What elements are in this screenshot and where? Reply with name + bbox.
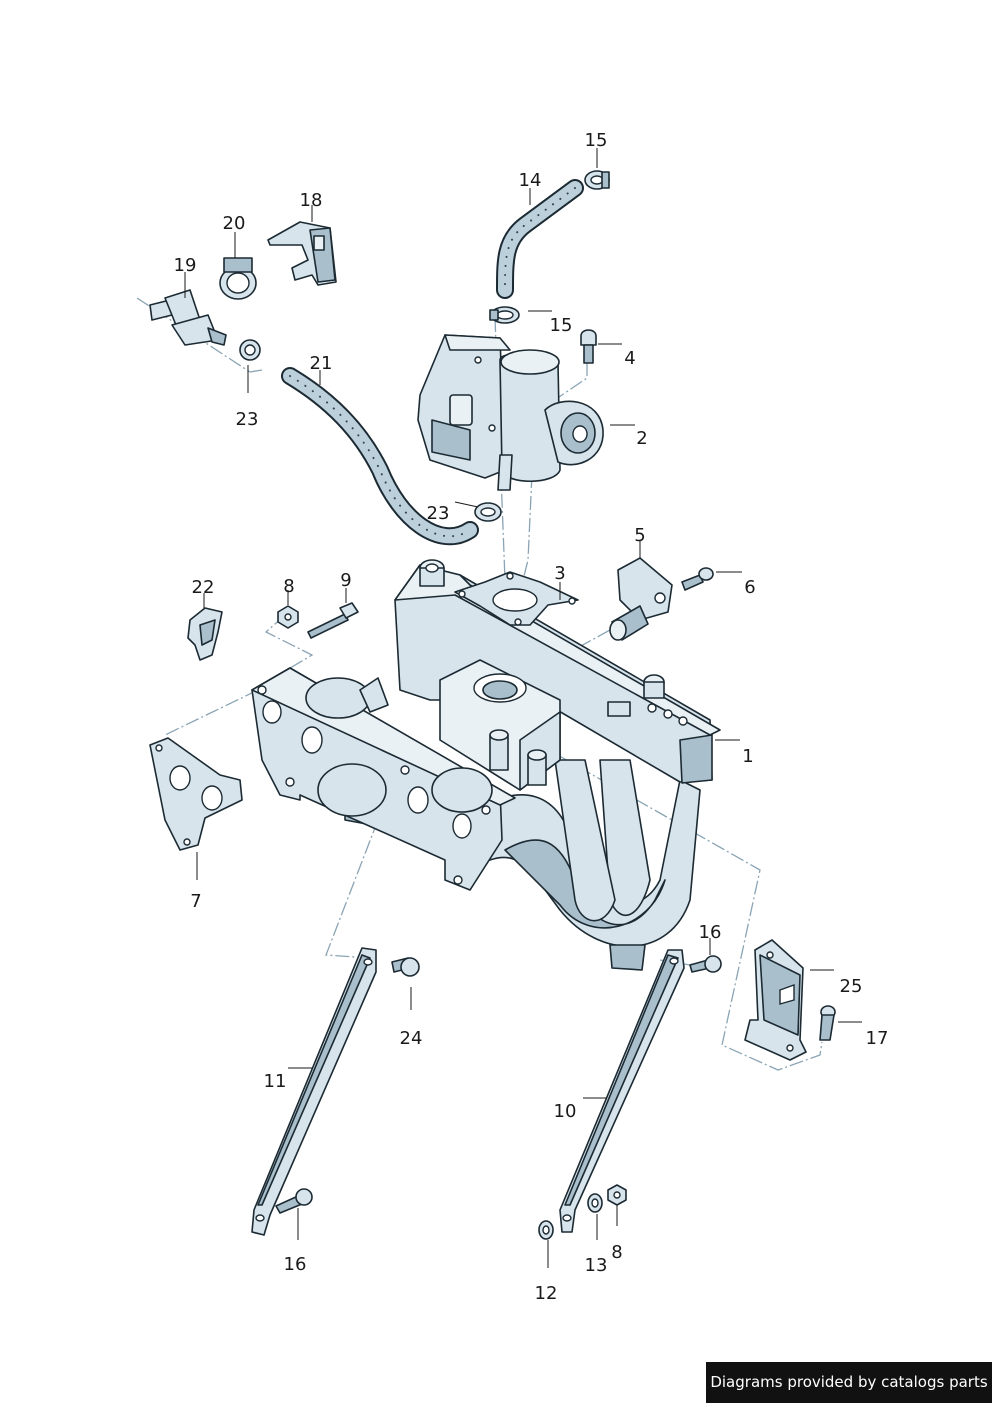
nut-part-8-lower — [607, 1184, 627, 1206]
callout-18: 18 — [300, 190, 323, 211]
hose-clamp-part-15-upper — [584, 170, 610, 190]
callout-15-lower: 15 — [550, 315, 573, 336]
hose-part-14 — [496, 179, 584, 299]
clamp-part-20 — [219, 257, 257, 300]
intake-manifold-part-1 — [251, 559, 721, 971]
nut-part-8-upper — [277, 605, 299, 629]
clip-part-22 — [187, 607, 223, 661]
holder-part-18 — [267, 221, 337, 286]
hose-clamp-part-15-lower — [489, 306, 520, 324]
callout-5: 5 — [634, 525, 645, 546]
support-bracket-part-11 — [251, 947, 377, 1236]
callout-labels: 1 2 3 4 5 6 7 8 8 9 10 11 12 13 14 15 15… — [174, 130, 889, 1304]
callout-25: 25 — [840, 976, 863, 997]
callout-13: 13 — [585, 1255, 608, 1276]
support-bracket-part-10 — [559, 949, 685, 1233]
callout-24: 24 — [400, 1028, 423, 1049]
callout-7: 7 — [190, 891, 201, 912]
bolt-part-4 — [580, 329, 597, 364]
gasket-part-7 — [149, 737, 243, 851]
washer-part-13 — [587, 1193, 603, 1213]
credit-banner: Diagrams provided by catalogs parts — [706, 1362, 992, 1403]
callout-10: 10 — [554, 1101, 577, 1122]
washer-part-12 — [538, 1220, 554, 1240]
bolt-part-17 — [819, 1005, 836, 1041]
callout-21: 21 — [310, 353, 333, 374]
callout-11: 11 — [264, 1071, 287, 1092]
hose-clamp-part-23-lower — [474, 502, 502, 522]
callout-8-upper: 8 — [283, 576, 294, 597]
callout-3: 3 — [554, 563, 565, 584]
callout-8-lower: 8 — [611, 1242, 622, 1263]
callout-1: 1 — [742, 746, 753, 767]
callout-20: 20 — [223, 213, 246, 234]
gasket-part-3 — [454, 571, 579, 626]
callout-19: 19 — [174, 255, 197, 276]
callout-23-upper: 23 — [236, 409, 259, 430]
bracket-part-25 — [744, 939, 807, 1061]
bolt-part-24 — [391, 957, 420, 977]
bolt-part-16-upper — [689, 955, 722, 973]
callout-14: 14 — [519, 170, 542, 191]
leader-lines — [184, 148, 862, 1268]
callout-17: 17 — [866, 1028, 889, 1049]
callout-23-lower: 23 — [427, 503, 450, 524]
callout-16-upper: 16 — [699, 922, 722, 943]
throttle-body-part-2 — [417, 334, 604, 491]
stud-part-9 — [307, 602, 359, 639]
callout-12: 12 — [535, 1283, 558, 1304]
callout-2: 2 — [636, 428, 647, 449]
callout-4: 4 — [624, 348, 635, 369]
bolt-part-16-lower — [275, 1188, 313, 1214]
callout-6: 6 — [744, 577, 755, 598]
callout-15-upper: 15 — [585, 130, 608, 151]
callout-9: 9 — [340, 570, 351, 591]
hose-clamp-part-23-upper — [239, 339, 261, 361]
callout-16-lower: 16 — [284, 1254, 307, 1275]
callout-22: 22 — [192, 577, 215, 598]
bolt-part-6 — [681, 567, 714, 591]
valve-part-19 — [149, 289, 227, 346]
hose-part-21 — [281, 367, 479, 546]
sensor-part-5 — [609, 557, 673, 641]
